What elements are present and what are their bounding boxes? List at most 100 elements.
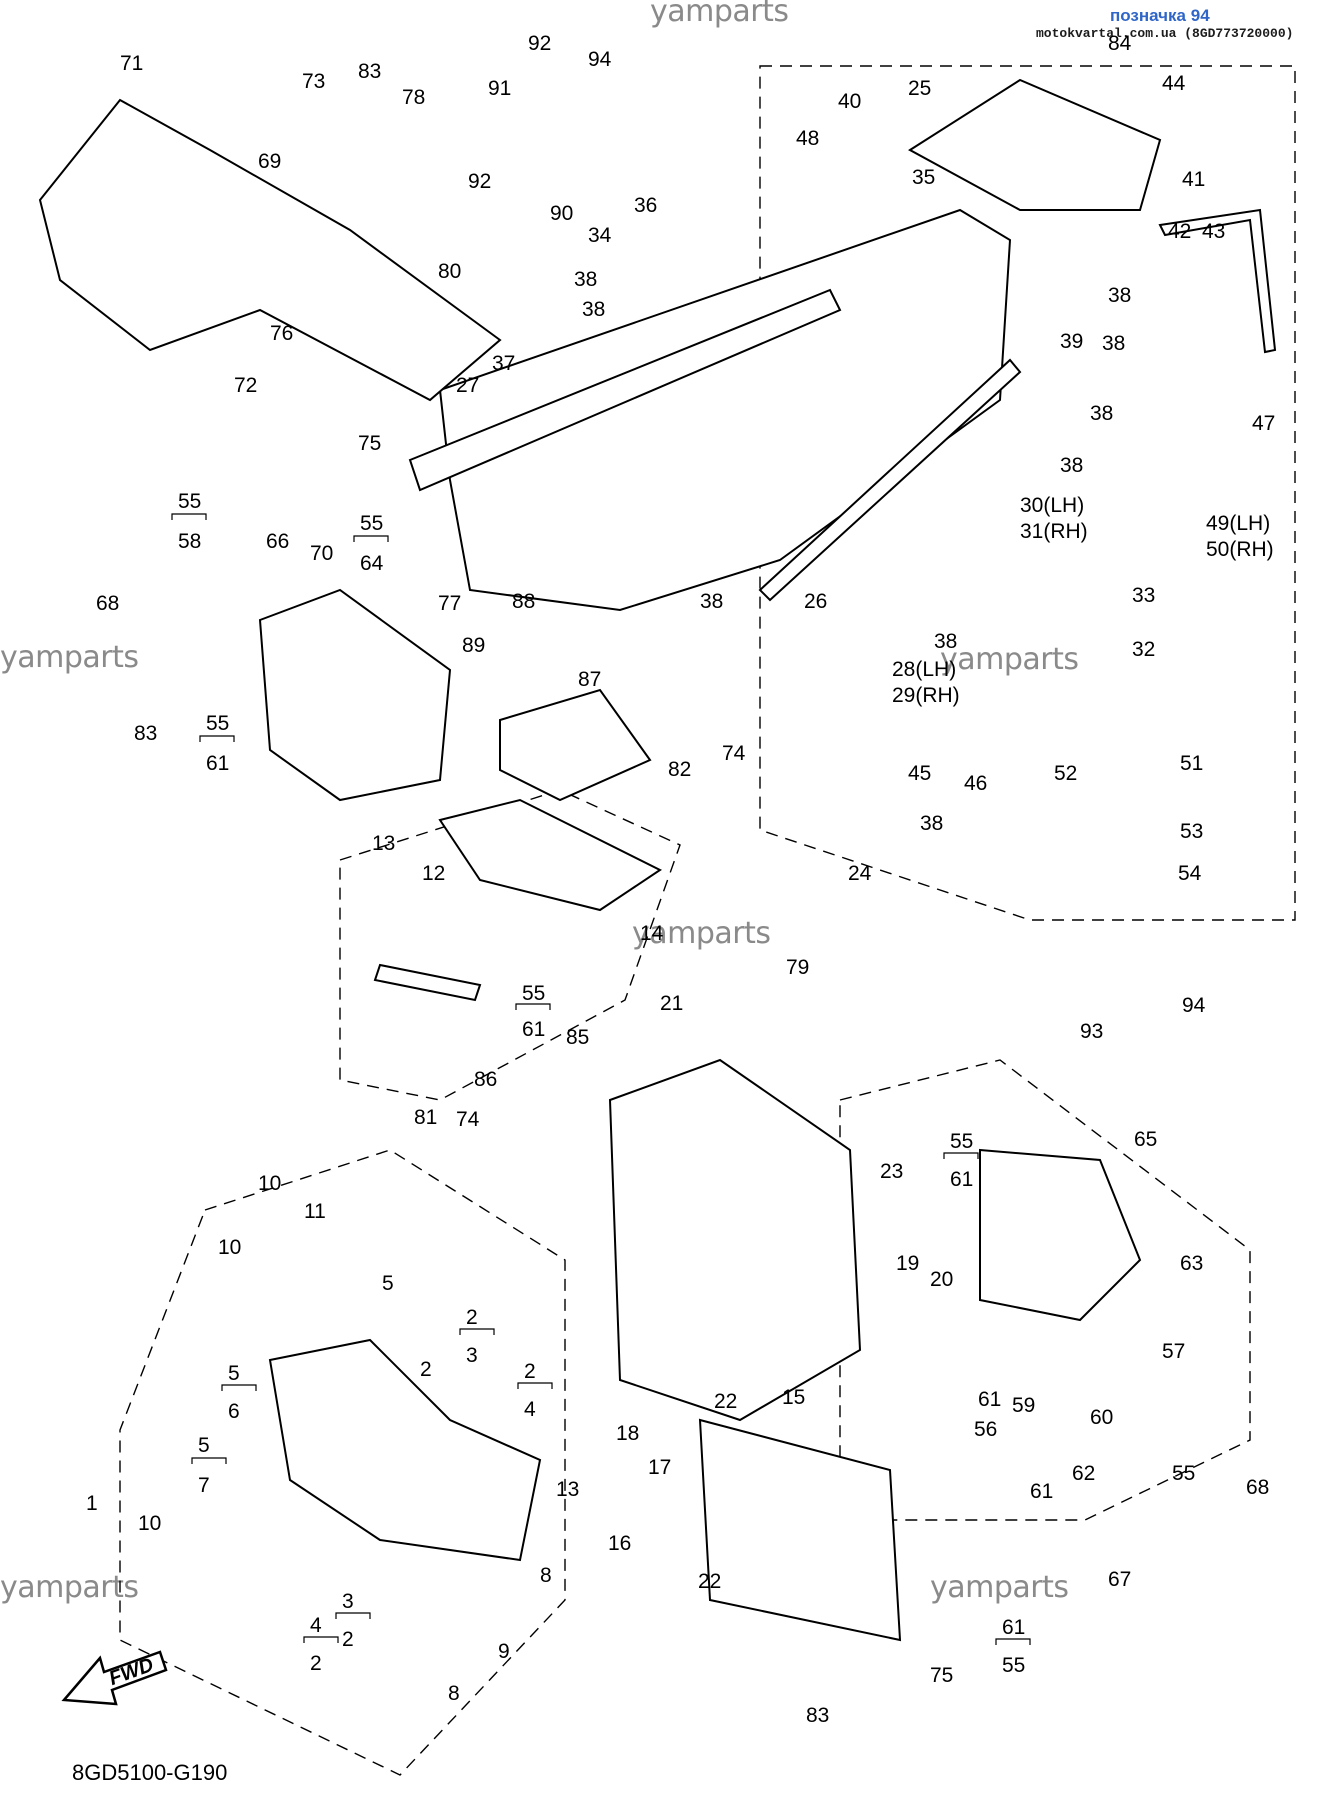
callout-c18: 18: [616, 1422, 639, 1445]
callout-c87: 87: [578, 668, 601, 691]
callout-c39: 39: [1060, 330, 1083, 353]
callout-c15: 15: [782, 1386, 805, 1409]
callout-c93: 93: [1080, 1020, 1103, 1043]
skid-plate-87: [499, 688, 652, 802]
callout-c61a: 61: [206, 752, 229, 775]
callout-c35: 35: [912, 166, 935, 189]
callout-c8b: 8: [448, 1682, 460, 1705]
callout-c60: 60: [1090, 1406, 1113, 1429]
callout-c79: 79: [786, 956, 809, 979]
callout-c41: 41: [1182, 168, 1205, 191]
callout-c8a: 8: [540, 1564, 552, 1587]
callout-c61b: 61: [522, 1018, 545, 1041]
callout-c19: 19: [896, 1252, 919, 1275]
callout-c55a: 55: [178, 490, 201, 513]
callout-c61e: 61: [1030, 1480, 1053, 1503]
callout-c89: 89: [462, 634, 485, 657]
callout-c83a: 83: [358, 60, 381, 83]
callout-c76: 76: [270, 322, 293, 345]
callout-c63: 63: [1180, 1252, 1203, 1275]
callout-bracket: [221, 1384, 257, 1391]
callout-bracket: [459, 1328, 495, 1335]
callout-c66: 66: [266, 530, 289, 553]
rear-bumper-25: [908, 78, 1162, 211]
callout-c61f: 61: [1002, 1616, 1025, 1639]
callout-bracket: [515, 1003, 551, 1010]
watermark-center: yamparts: [632, 916, 771, 951]
callout-bracket: [943, 1152, 979, 1159]
callout-c55d: 55: [522, 982, 545, 1005]
callout-c43: 43: [1202, 220, 1225, 243]
callout-c5a: 5: [382, 1272, 394, 1295]
callout-c61d: 61: [978, 1388, 1001, 1411]
callout-c55g: 55: [1002, 1654, 1025, 1677]
callout-c6: 6: [228, 1400, 240, 1423]
callout-c38e: 38: [1090, 402, 1113, 425]
callout-c83b: 83: [134, 722, 157, 745]
callout-c23: 23: [880, 1160, 903, 1183]
callout-c30: 30(LH): [1020, 494, 1084, 517]
callout-c5c: 5: [198, 1434, 210, 1457]
header-subtitle: motokvartal.com.ua (8GD773720000): [1036, 26, 1294, 41]
callout-c21: 21: [660, 992, 683, 1015]
tunnel-runner-26: [758, 358, 1022, 602]
callout-c2a: 2: [466, 1306, 478, 1329]
callout-c77: 77: [438, 592, 461, 615]
callout-c4a: 4: [524, 1398, 536, 1421]
callout-c31: 31(RH): [1020, 520, 1088, 543]
callout-c32: 32: [1132, 638, 1155, 661]
callout-c53: 53: [1180, 820, 1203, 843]
callout-c75b: 75: [930, 1664, 953, 1687]
group-outline-front-frame: [119, 1149, 566, 1776]
heat-exchanger-cover-66: [258, 588, 452, 802]
callout-c78: 78: [402, 86, 425, 109]
callout-c64: 64: [360, 552, 384, 575]
callout-c47: 47: [1252, 412, 1275, 435]
callout-c74b: 74: [456, 1108, 480, 1131]
callout-c55b: 55: [360, 512, 383, 535]
callout-c38d: 38: [1102, 332, 1125, 355]
callout-c2b: 2: [420, 1358, 432, 1381]
callout-c38c: 38: [1108, 284, 1131, 307]
callout-c52: 52: [1054, 762, 1077, 785]
callout-c69: 69: [258, 150, 281, 173]
watermark-top: yamparts: [650, 0, 789, 29]
callout-c65: 65: [1134, 1128, 1157, 1151]
callout-c38b: 38: [582, 298, 605, 321]
callout-c10b: 10: [218, 1236, 241, 1259]
callout-c51: 51: [1180, 752, 1203, 775]
callout-c84: 84: [1108, 32, 1132, 55]
callout-c74a: 74: [722, 742, 746, 765]
callout-c81: 81: [414, 1106, 437, 1129]
header-title[interactable]: позначка 94: [1110, 6, 1210, 25]
fwd-label: FWD: [106, 1654, 156, 1690]
callout-c56: 56: [974, 1418, 997, 1441]
callout-bracket: [199, 735, 235, 742]
callout-bracket: [303, 1636, 339, 1643]
callout-c38a: 38: [574, 268, 597, 291]
callout-c14: 14: [640, 922, 664, 945]
callout-c36: 36: [634, 194, 657, 217]
callout-c91: 91: [488, 77, 511, 100]
callout-c92b: 92: [468, 170, 491, 193]
callout-c16: 16: [608, 1532, 631, 1555]
front-cowl-69: [38, 98, 502, 402]
watermark-left: yamparts: [0, 640, 139, 675]
callout-c13a: 13: [372, 832, 395, 855]
callout-c13b: 13: [556, 1478, 579, 1501]
callout-c33: 33: [1132, 584, 1155, 607]
callout-c3a: 3: [466, 1344, 478, 1367]
callout-c12: 12: [422, 862, 445, 885]
callout-c42: 42: [1168, 220, 1191, 243]
callout-c45: 45: [908, 762, 931, 785]
callout-c37: 37: [492, 352, 515, 375]
radiator-15: [698, 1418, 902, 1642]
callout-c20: 20: [930, 1268, 953, 1291]
group-outline-upper-right: [759, 65, 1296, 921]
callout-c38h: 38: [934, 630, 957, 653]
callout-c57: 57: [1162, 1340, 1185, 1363]
callout-c94b: 94: [1182, 994, 1206, 1017]
